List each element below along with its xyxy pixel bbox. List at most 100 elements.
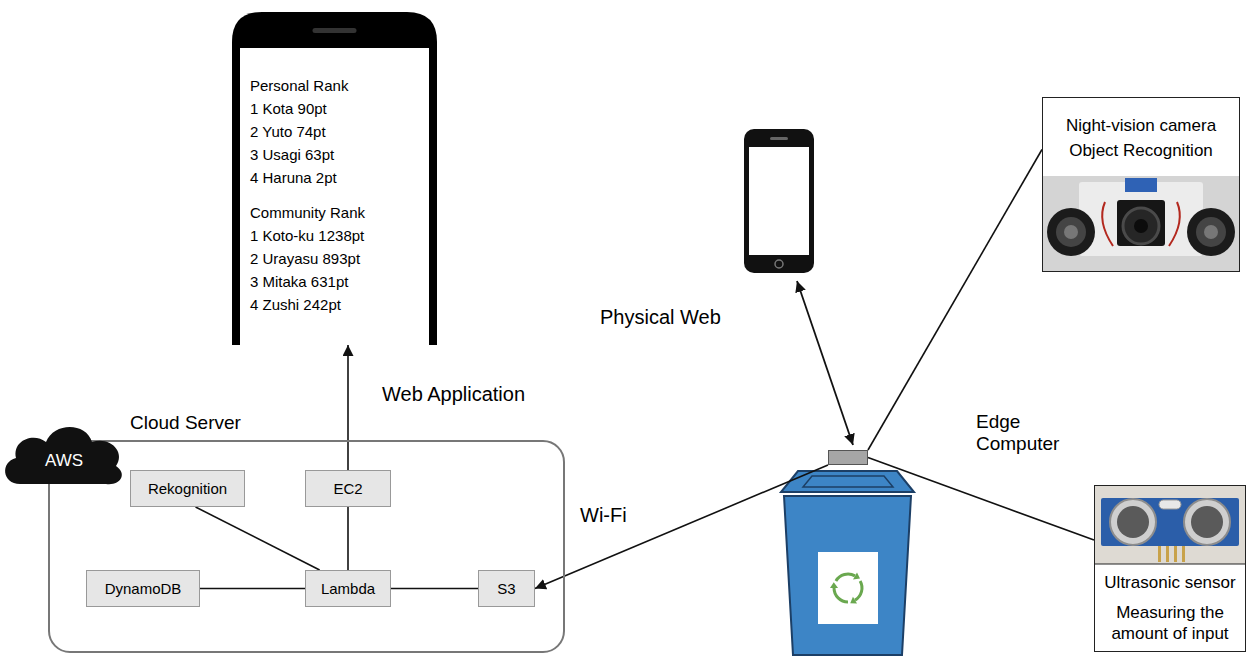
ultrasonic-sensor-photo-part — [1110, 499, 1156, 545]
camera-photo-part — [1134, 219, 1148, 233]
sensor-panel: Ultrasonic sensorMeasuring the amount of… — [1094, 485, 1246, 652]
smartphone-icon-part — [775, 260, 783, 268]
camera-photo-part — [1102, 202, 1113, 246]
camera-panel: Night-vision cameraObject Recognition — [1042, 97, 1240, 272]
camera-photo-part — [1169, 202, 1180, 246]
cloud-label: AWS — [45, 451, 83, 471]
camera-photo-part — [1187, 208, 1235, 256]
recycle-bin-part — [803, 476, 893, 487]
camera-photo-part — [1123, 208, 1159, 244]
smartphone-icon — [744, 129, 814, 273]
recycle-bin — [781, 471, 914, 655]
rank-row: 2 Urayasu 893pt — [250, 247, 419, 270]
rank-row: 4 Haruna 2pt — [250, 166, 419, 189]
panel-divider — [1094, 564, 1246, 565]
rank-row: 1 Kota 90pt — [250, 97, 419, 120]
recycle-symbol-part — [836, 572, 860, 581]
ultrasonic-sensor-photo-part — [1101, 498, 1239, 546]
ultrasonic-sensor-photo-part — [1174, 546, 1177, 562]
edge-label: Web Application — [380, 383, 527, 406]
rank-heading: Personal Rank — [250, 74, 419, 97]
ultrasonic-sensor-photo-part — [1191, 506, 1223, 538]
smartphone-icon-part — [749, 147, 809, 255]
rank-row: 3 Usagi 63pt — [250, 143, 419, 166]
ultrasonic-sensor-photo-part — [1184, 499, 1230, 545]
service-box: Lambda — [305, 570, 391, 607]
smartphone-icon-part — [744, 129, 814, 273]
box-label: Rekognition — [148, 480, 227, 498]
rank-row: 4 Zushi 242pt — [250, 293, 419, 316]
recycle-symbol-part — [828, 581, 847, 606]
region-heading: Cloud Server — [130, 411, 241, 434]
connector — [347, 345, 349, 470]
panel-text: Ultrasonic sensorMeasuring the amount of… — [1095, 565, 1245, 651]
recycle-symbol — [828, 572, 867, 606]
rank-heading: Community Rank — [250, 201, 419, 224]
camera-photo — [1043, 176, 1239, 271]
service-box: EC2 — [305, 470, 391, 507]
service-box: DynamoDB — [86, 570, 200, 607]
recycle-bin-part — [784, 496, 911, 655]
connector — [347, 507, 349, 570]
cloud-text: AWS — [0, 418, 128, 488]
connector — [391, 588, 478, 590]
ultrasonic-sensor-photo-part — [1182, 546, 1185, 562]
smartphone-icon-part — [770, 137, 788, 140]
ultrasonic-sensor-photo-part — [1117, 506, 1149, 538]
rank-row: 1 Koto-ku 1238pt — [250, 224, 419, 247]
camera-photo-part — [1043, 176, 1239, 271]
edge-computer-label: Edge Computer — [976, 411, 1071, 455]
edge-label: Wi-Fi — [578, 504, 629, 527]
camera-photo-part — [1117, 200, 1165, 246]
connector — [868, 150, 1042, 451]
recycle-bin-part — [781, 471, 914, 492]
recycle-symbol-part-part — [828, 582, 838, 592]
connector — [200, 588, 305, 590]
recycle-symbol-part — [848, 581, 867, 606]
camera-photo-part — [1125, 178, 1157, 192]
physical-web-arrow — [797, 281, 853, 445]
edge-computer-box: Edge Computer — [828, 450, 868, 465]
camera-photo-part — [1064, 225, 1078, 239]
box-label: DynamoDB — [105, 580, 182, 598]
ultrasonic-sensor-photo-part — [1095, 486, 1245, 564]
recycle-symbol-part-part — [849, 597, 859, 607]
phone-outline-part — [232, 12, 437, 345]
phone-outline-part — [313, 28, 357, 33]
ultrasonic-sensor-photo — [1095, 486, 1245, 564]
camera-photo-part — [1196, 217, 1226, 247]
service-box: Rekognition — [130, 470, 245, 507]
rank-row: 3 Mitaka 631pt — [250, 270, 419, 293]
camera-photo-part — [1204, 225, 1218, 239]
cloud-server-region: Cloud ServerRekognitionEC2DynamoDBLambda… — [48, 440, 565, 653]
ultrasonic-sensor-photo-part — [1166, 546, 1169, 562]
recycle-symbol-part-part — [832, 585, 848, 605]
recycle-symbol-part-part — [853, 572, 860, 579]
camera-photo-part — [1056, 217, 1086, 247]
aws-cloud: AWS — [0, 418, 128, 488]
connector — [535, 465, 828, 589]
rank-row: 2 Yuto 74pt — [250, 120, 419, 143]
ranking-list: Personal Rank1 Kota 90pt2 Yuto 74pt3 Usa… — [250, 74, 419, 316]
panel-text: Night-vision cameraObject Recognition — [1043, 98, 1239, 177]
box-label: Lambda — [321, 580, 375, 598]
ultrasonic-sensor-photo-part — [1158, 546, 1161, 562]
connector — [868, 458, 1094, 541]
phone-outline-part — [240, 48, 429, 345]
service-box: S3 — [478, 570, 535, 607]
box-label: EC2 — [333, 480, 362, 498]
box-label: S3 — [497, 580, 515, 598]
recycle-bin-part — [818, 552, 878, 624]
connector — [196, 507, 320, 570]
ultrasonic-sensor-photo-part — [1159, 500, 1181, 509]
camera-photo-part — [1079, 182, 1203, 256]
panel-label: Night-vision camera — [1060, 115, 1222, 136]
camera-photo-part — [1047, 208, 1095, 256]
panel-label: Measuring the amount of input — [1100, 602, 1240, 644]
phone-screen: Personal Rank1 Kota 90pt2 Yuto 74pt3 Usa… — [232, 12, 437, 345]
recycle-symbol-part-part — [836, 574, 855, 581]
